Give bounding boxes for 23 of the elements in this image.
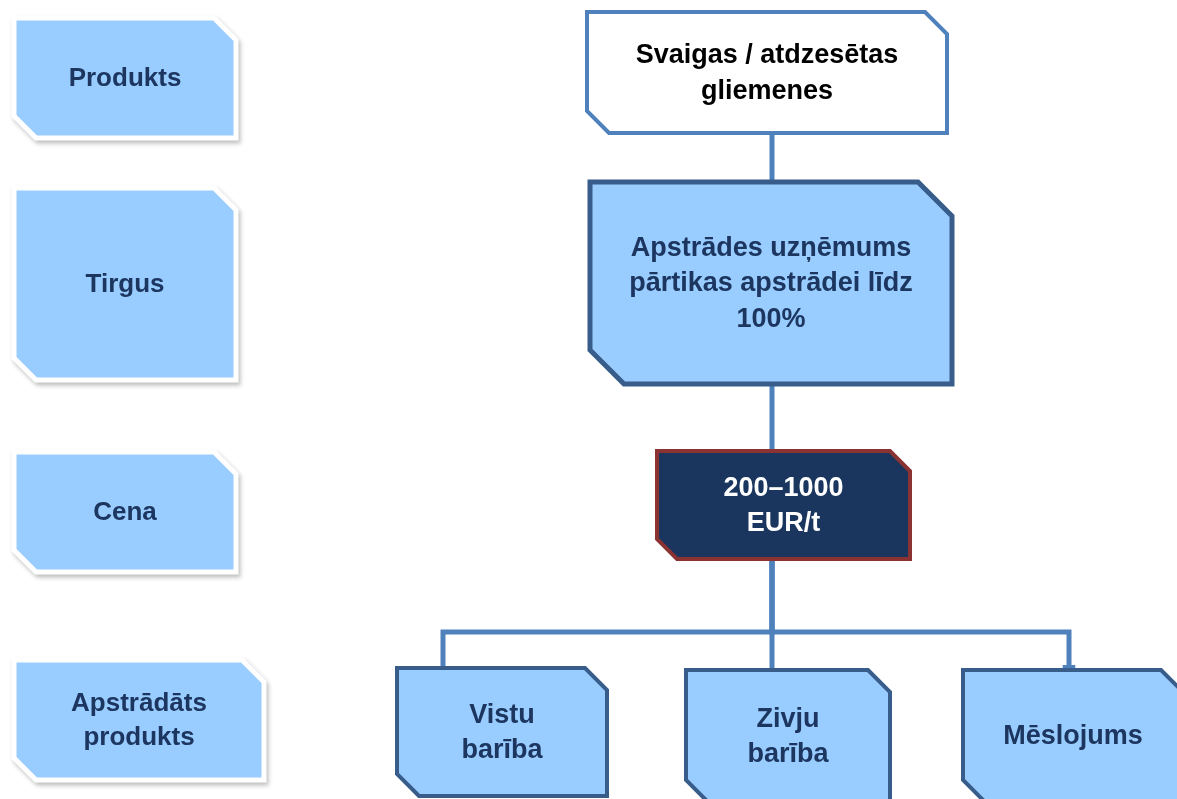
process-box xyxy=(590,182,952,384)
box-label: Mēslojums xyxy=(1003,719,1143,753)
connector-line xyxy=(769,384,775,451)
category-box xyxy=(14,18,236,138)
process-box xyxy=(587,12,947,133)
box-label: Vistu barība xyxy=(460,697,544,766)
box-label: Apstrādes uzņēmums pārtikas apstrādei līdz 100% xyxy=(628,231,914,335)
price-box xyxy=(657,451,910,559)
box-label: Cena xyxy=(93,495,157,529)
process-box xyxy=(963,670,1177,799)
process-box xyxy=(397,668,607,796)
category-box xyxy=(14,188,236,380)
box-label: Zivju barība xyxy=(746,701,830,770)
connector-line xyxy=(769,559,1076,670)
category-box xyxy=(14,452,236,572)
category-box xyxy=(14,660,264,780)
connector-line xyxy=(769,133,775,182)
box-label: Produkts xyxy=(68,61,182,95)
box-label: 200–1000 EUR/t xyxy=(722,470,845,539)
box-label: Apstrādāts produkts xyxy=(70,686,208,753)
process-box xyxy=(686,670,890,799)
box-label: Svaigas / atdzesētas gliemenes xyxy=(634,38,900,107)
box-label: Tirgus xyxy=(85,267,165,301)
